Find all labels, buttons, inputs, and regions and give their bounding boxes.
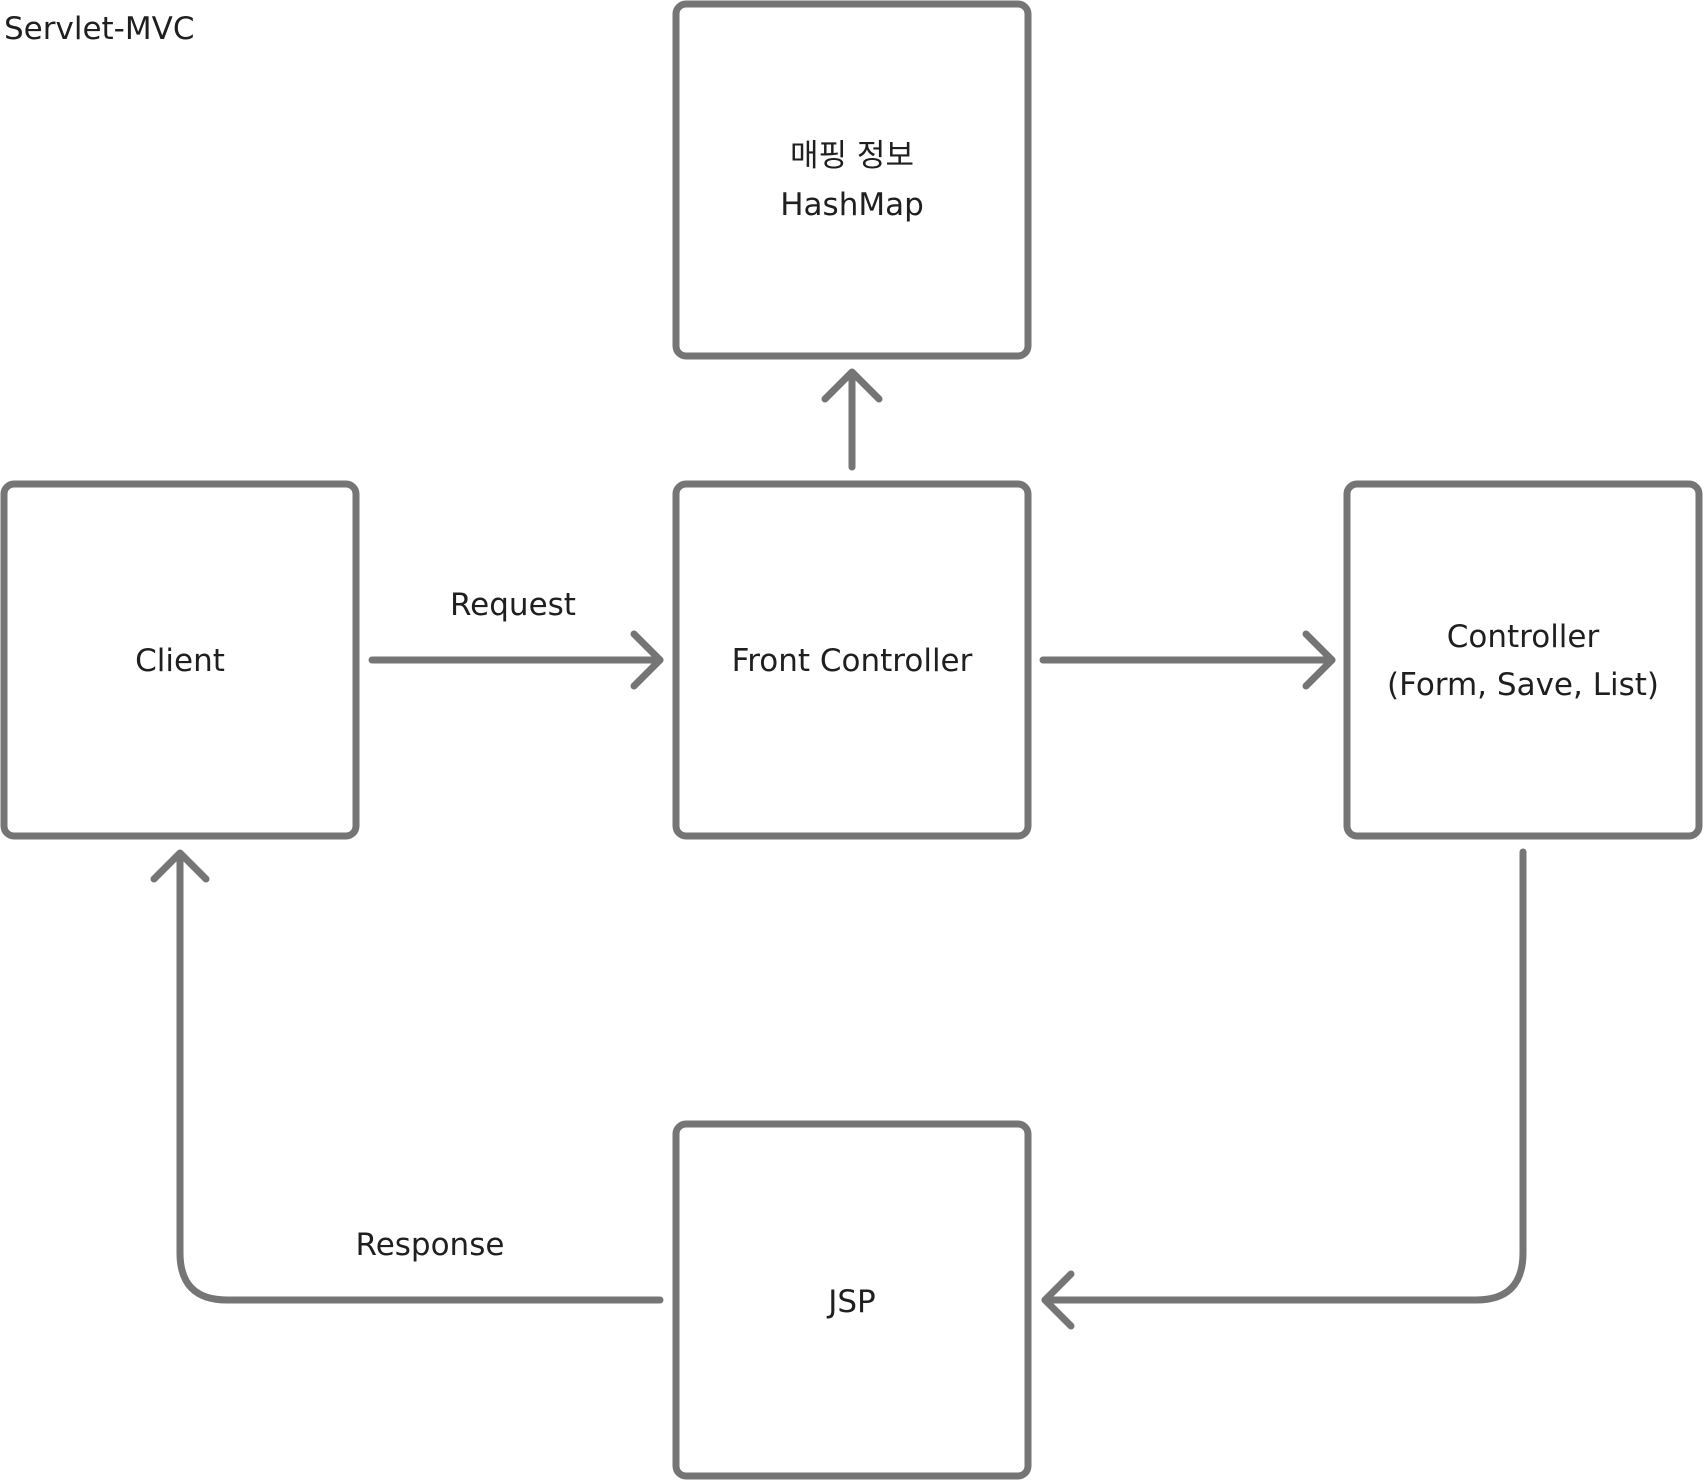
controller-arrowhead	[1302, 630, 1336, 690]
front-controller-box	[672, 480, 1032, 840]
controller-to-jsp-arrow	[1041, 848, 1527, 1330]
request-arrow: Request	[368, 587, 664, 690]
response-label: Response	[356, 1227, 505, 1263]
mapping-info-type-label: HashMap	[780, 187, 924, 223]
request-arrowhead	[630, 630, 664, 690]
controller-node: Controller (Form, Save, List)	[1343, 480, 1703, 840]
jsp-node: JSP	[672, 1120, 1032, 1480]
jsp-box	[672, 1120, 1032, 1480]
response-arrow-line	[176, 851, 664, 1304]
jsp-label: JSP	[826, 1284, 876, 1320]
jsp-arrowhead	[1041, 1270, 1075, 1330]
controller-variants-label: (Form, Save, List)	[1387, 667, 1659, 703]
controller-label: Controller	[1447, 619, 1600, 655]
front-controller-to-mapping-arrow	[821, 368, 883, 471]
mapping-info-node: 매핑 정보 HashMap	[672, 0, 1032, 360]
client-box	[0, 480, 360, 840]
response-arrow: Response	[150, 849, 664, 1304]
client-label: Client	[135, 643, 225, 679]
mapping-arrowhead	[821, 368, 883, 403]
mapping-info-label: 매핑 정보	[790, 138, 914, 174]
request-label: Request	[450, 587, 576, 623]
front-controller-label: Front Controller	[732, 643, 973, 679]
front-controller-node: Front Controller	[672, 480, 1032, 840]
mapping-info-box	[672, 0, 1032, 360]
diagram-title: Servlet-MVC	[4, 11, 194, 47]
jsp-arrow-line	[1041, 848, 1527, 1304]
front-controller-to-controller-arrow	[1039, 630, 1336, 690]
controller-box	[1343, 480, 1703, 840]
client-node: Client	[0, 480, 360, 840]
response-arrowhead	[150, 849, 210, 883]
